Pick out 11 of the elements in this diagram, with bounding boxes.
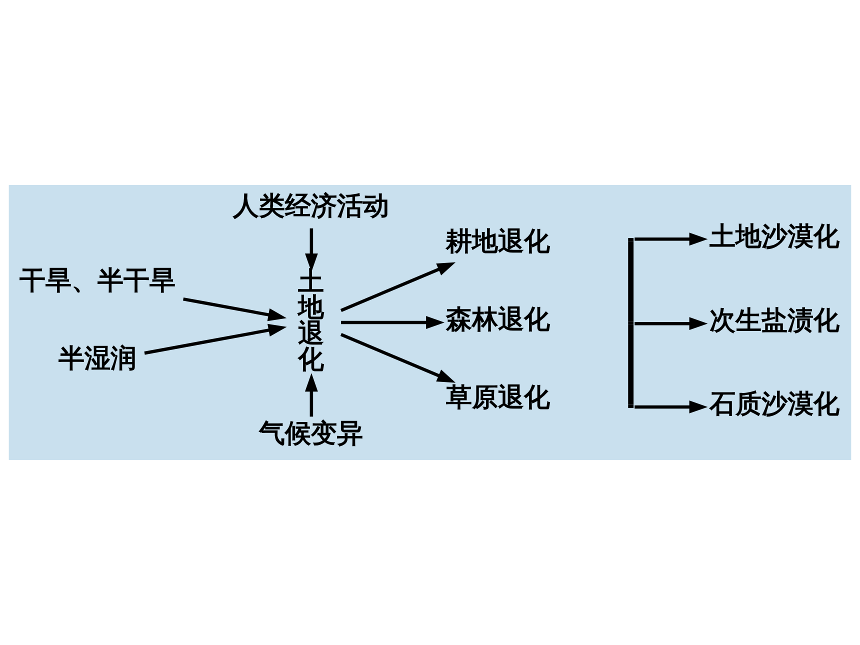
node-text: 土地退化 <box>298 267 324 376</box>
node-text: 气候变异 <box>258 418 363 449</box>
node-text: 石质沙漠化 <box>709 390 840 420</box>
node-text: 草原退化 <box>446 383 550 414</box>
node-text: 人类经济活动 <box>232 191 389 222</box>
node-text: 耕地退化 <box>446 227 550 258</box>
node-text: 干旱、半干旱 <box>20 266 176 296</box>
node-text: 土地沙漠化 <box>709 222 840 252</box>
node-text: 森林退化 <box>446 305 550 336</box>
node-text: 次生盐渍化 <box>709 306 840 336</box>
node-text: 半湿润 <box>58 344 137 374</box>
